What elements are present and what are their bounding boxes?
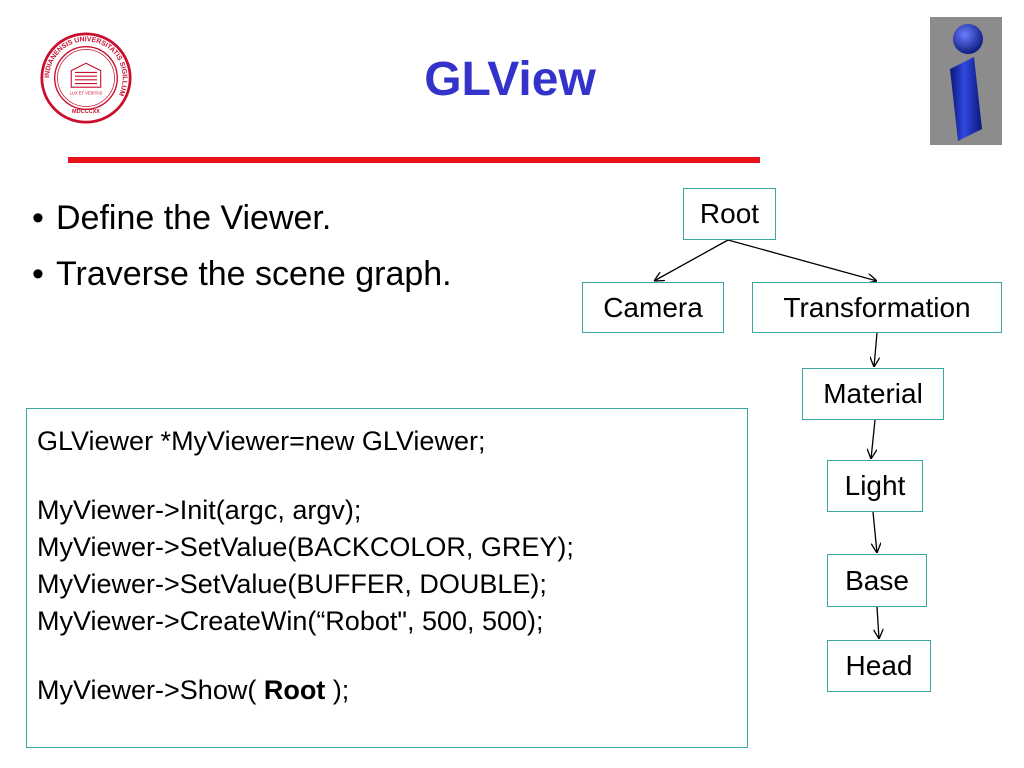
bullet-list: •Define the Viewer. •Traverse the scene … <box>32 190 452 302</box>
edge-material-light <box>871 419 875 459</box>
bullet-text: Traverse the scene graph. <box>56 255 452 293</box>
code-line-show: MyViewer->Show( Root ); <box>37 672 747 709</box>
seal-motto: LUX ET VERITAS <box>70 91 103 96</box>
edge-light-base <box>873 511 877 553</box>
edge-root-transformation <box>727 239 877 281</box>
code-block: GLViewer *MyViewer=new GLViewer; MyViewe… <box>26 408 748 748</box>
edge-root-camera <box>654 239 729 281</box>
node-base: Base <box>827 554 927 607</box>
show-call-suffix: ); <box>325 675 350 705</box>
node-light: Light <box>827 460 923 512</box>
code-line-blank <box>37 640 747 672</box>
show-call-prefix: MyViewer->Show( <box>37 675 264 705</box>
bullet-text: Define the Viewer. <box>56 199 332 237</box>
code-line: MyViewer->SetValue(BACKCOLOR, GREY); <box>37 532 574 562</box>
code-line: MyViewer->SetValue(BUFFER, DOUBLE); <box>37 569 547 599</box>
node-head: Head <box>827 640 931 692</box>
show-call-argument: Root <box>263 675 326 705</box>
seal-year: MDCCCXX <box>72 109 100 115</box>
code-line: MyViewer->CreateWin(“Robot", 500, 500); <box>37 606 544 636</box>
university-seal-icon: INDIANENSIS UNIVERSITATIS SIGILLUM LUX E… <box>40 32 132 124</box>
bullet-item: •Traverse the scene graph. <box>32 255 452 293</box>
node-transformation: Transformation <box>752 282 1002 333</box>
title-divider <box>68 157 760 163</box>
edge-base-head <box>877 606 879 639</box>
code-line: MyViewer->Init(argc, argv); <box>37 495 362 525</box>
code-line: GLViewer *MyViewer=new GLViewer; <box>37 426 486 456</box>
node-camera: Camera <box>582 282 724 333</box>
node-material: Material <box>802 368 944 420</box>
node-root: Root <box>683 188 776 240</box>
info-i-logo-icon <box>930 17 1002 145</box>
edge-transformation-material <box>874 332 877 367</box>
slide-title: GLView <box>424 53 596 106</box>
bullet-item: •Define the Viewer. <box>32 199 332 237</box>
code-line-blank <box>37 460 747 492</box>
